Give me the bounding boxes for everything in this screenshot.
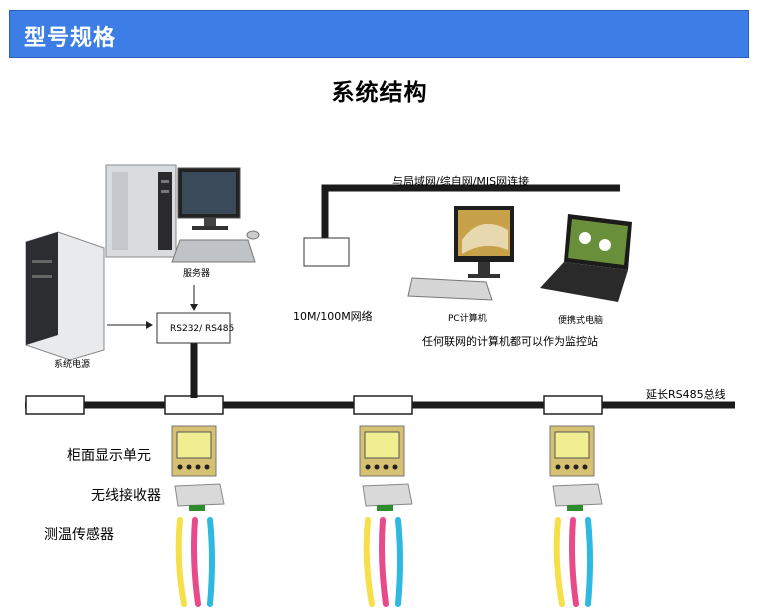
header-bar: 型号规格 (9, 10, 749, 58)
header-title: 型号规格 (24, 26, 117, 51)
network-speed-label: 10M/100M网络 (293, 310, 373, 323)
temp-sensors-1 (175, 517, 215, 607)
converter-box (156, 312, 231, 344)
bus-label: 延长RS485总线 (646, 388, 726, 401)
temp-sensors-2 (363, 517, 403, 607)
device-column-2 (359, 425, 413, 511)
converter-label: RS232/ RS485 (170, 324, 235, 334)
laptop-icon (540, 214, 632, 302)
server-icon (105, 164, 260, 263)
pc-icon (407, 206, 514, 301)
laptop-label: 便携式电脑 (558, 316, 604, 326)
power-label: 系统电源 (54, 360, 91, 370)
pc-label: PC计算机 (448, 314, 487, 324)
power-tower-icon (25, 231, 105, 361)
any-computer-label: 任何联网的计算机都可以作为监控站 (422, 335, 598, 348)
network-switch-box (303, 237, 350, 267)
bus-node-1 (164, 395, 224, 415)
bus-terminator-left (25, 395, 85, 415)
temp-sensors-3 (553, 517, 593, 607)
display-unit-label: 柜面显示单元 (67, 448, 151, 464)
wan-link-label: 与局域网/综自网/MIS网连接 (392, 175, 530, 188)
device-column-3 (549, 425, 603, 511)
section-title: 系统结构 (331, 80, 428, 106)
temp-sensor-label: 测温传感器 (44, 527, 114, 543)
bus-node-2 (353, 395, 413, 415)
wireless-receiver-label: 无线接收器 (91, 488, 161, 504)
server-label: 服务器 (183, 269, 211, 279)
bus-node-3 (543, 395, 603, 415)
device-column-1 (171, 425, 225, 511)
wan-link-line (321, 184, 620, 240)
